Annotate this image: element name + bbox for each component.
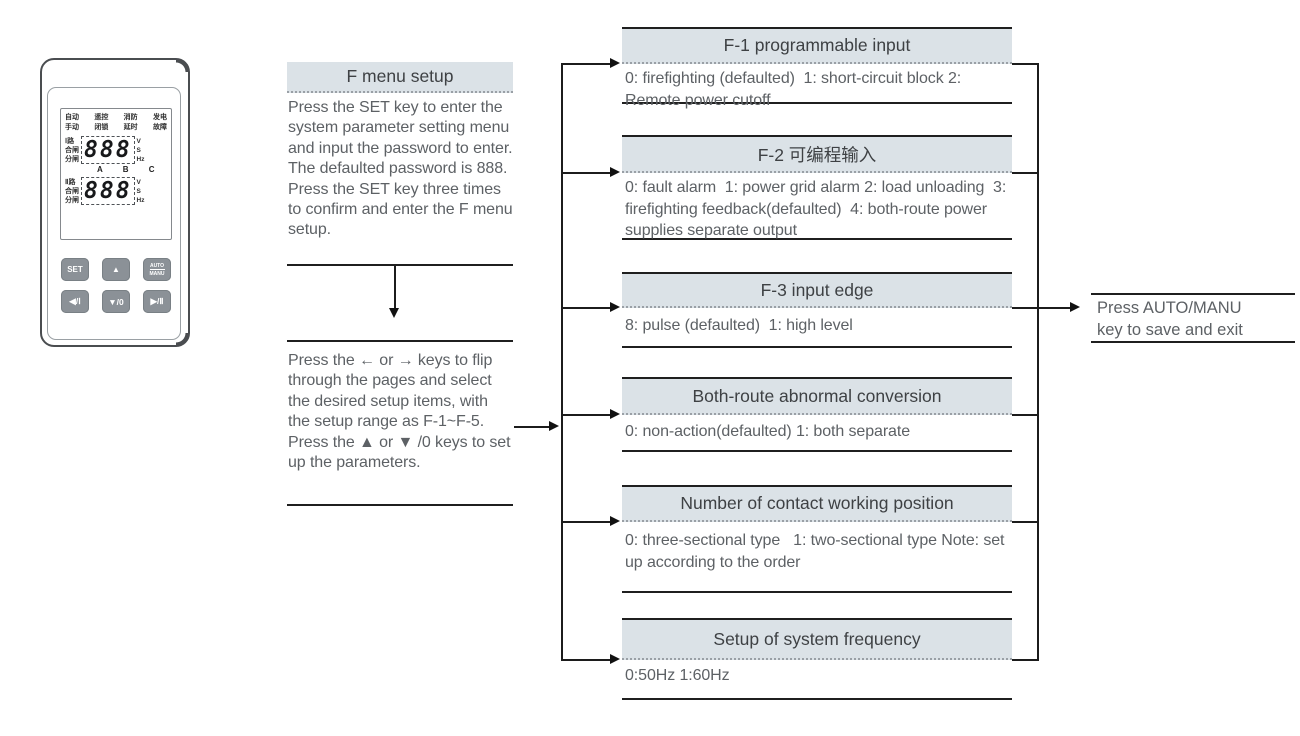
- f2-title: F-2 可编程输入: [622, 137, 1012, 173]
- f2-options: 0: fault alarm 1: power grid alarm 2: lo…: [625, 179, 1011, 239]
- device-keypad: SET ▲ AUTO MANU ◀/Ⅰ ▼/0 ▶/Ⅱ: [61, 258, 171, 313]
- status-auto: 自动: [65, 114, 79, 121]
- branch-arrow-f1: [610, 58, 620, 68]
- page-curl-icon: [176, 333, 189, 346]
- route1-units: V S Hz: [137, 137, 145, 164]
- status-manual: 手动: [65, 124, 79, 131]
- branch-arrow-f2: [610, 167, 620, 177]
- status-fault: 故障: [152, 124, 167, 131]
- lcd-route2-row: Ⅱ路 合闸 分闸 888 V S Hz: [65, 177, 167, 205]
- collector-stub-f6: [1012, 659, 1039, 661]
- save-exit-note: Press AUTO/MANU key to save and exit: [1091, 293, 1295, 343]
- status-lock: 闭锁: [94, 124, 109, 131]
- f1-options: 0: firefighting (defaulted) 1: short-cir…: [625, 70, 966, 109]
- collector-stub-f4: [1012, 414, 1039, 416]
- right-close2-key: ▶/Ⅱ: [143, 290, 171, 313]
- f4-options: 0: non-action(defaulted) 1: both separat…: [625, 423, 910, 440]
- f2-box: F-2 可编程输入 0: fault alarm 1: power grid a…: [622, 135, 1012, 240]
- controller-device: 自动 遥控 消防 发电 手动 闭锁 延时 故障 Ⅰ路 合闸 分闸: [40, 58, 190, 347]
- branch-arrow-f6: [610, 654, 620, 664]
- branch-line-f2: [563, 172, 611, 174]
- left-close1-key: ◀/Ⅰ: [61, 290, 89, 313]
- lcd-route1-row: Ⅰ路 合闸 分闸 888 V S Hz: [65, 136, 167, 164]
- collector-stub-f2: [1012, 172, 1039, 174]
- lcd-display: 自动 遥控 消防 发电 手动 闭锁 延时 故障 Ⅰ路 合闸 分闸: [60, 108, 172, 240]
- route2-units: V S Hz: [137, 178, 145, 205]
- device-panel: 自动 遥控 消防 发电 手动 闭锁 延时 故障 Ⅰ路 合闸 分闸: [47, 87, 181, 340]
- down-open-key: ▼/0: [102, 290, 130, 313]
- auto-manu-key: AUTO MANU: [143, 258, 171, 281]
- lcd-status-row-2: 手动 闭锁 延时 故障: [65, 123, 167, 133]
- f5-box: Number of contact working position 0: th…: [622, 485, 1012, 593]
- save-exit-line2: key to save and exit: [1097, 321, 1243, 339]
- branch-line-f3: [563, 307, 611, 309]
- route1-label: Ⅰ路: [65, 137, 75, 145]
- save-exit-line1: Press AUTO/MANU: [1097, 299, 1242, 317]
- branch-line-f6: [563, 659, 611, 661]
- right-collector-trunk: [1037, 63, 1039, 661]
- branch-arrow-f4: [610, 409, 620, 419]
- branch-line-f5: [563, 521, 611, 523]
- unit-hz: Hz: [136, 196, 145, 204]
- save-arrow-line: [1039, 307, 1072, 309]
- f5-options: 0: three-sectional type 1: two-sectional…: [625, 532, 1009, 571]
- unit-v: V: [136, 137, 141, 145]
- route1-close-label: 合闸: [65, 146, 79, 154]
- route2-digits: 888: [84, 178, 132, 204]
- branch-arrow-f3: [610, 302, 620, 312]
- unit-v: V: [136, 178, 141, 186]
- up-key: ▲: [102, 258, 130, 281]
- status-remote: 遥控: [94, 114, 109, 121]
- f-menu-setup-text: Press the SET key to enter the system pa…: [288, 99, 513, 239]
- status-gen: 发电: [152, 114, 167, 121]
- mid-arrow-head: [549, 421, 559, 431]
- route2-close-label: 合闸: [65, 187, 79, 195]
- unit-s: S: [136, 146, 141, 154]
- branch-arrow-f5: [610, 516, 620, 526]
- route1-open-label: 分闸: [65, 155, 79, 163]
- page-curl-icon: [176, 59, 189, 72]
- f3-title: F-3 input edge: [622, 274, 1012, 308]
- collector-stub-f5: [1012, 521, 1039, 523]
- page-flip-text: Press the ← or → keys to flip through th…: [288, 352, 511, 472]
- f6-title: Setup of system frequency: [622, 620, 1012, 660]
- unit-hz: Hz: [136, 155, 145, 163]
- route2-digit-window: 888: [81, 177, 135, 205]
- f3-box: F-3 input edge 8: pulse (defaulted) 1: h…: [622, 272, 1012, 348]
- collector-stub-f1: [1012, 63, 1039, 65]
- down-arrow-head: [389, 308, 399, 318]
- route2-labels: Ⅱ路 合闸 分闸: [65, 178, 80, 205]
- route2-open-label: 分闸: [65, 196, 79, 204]
- f1-title: F-1 programmable input: [622, 29, 1012, 64]
- f-menu-setup-title: F menu setup: [287, 62, 513, 93]
- f4-box: Both-route abnormal conversion 0: non-ac…: [622, 377, 1012, 452]
- f-menu-setup-block: F menu setup Press the SET key to enter …: [287, 62, 513, 266]
- route1-digits: 888: [84, 137, 132, 163]
- collector-stub-f3: [1012, 307, 1039, 309]
- phase-labels: A B C: [97, 165, 164, 174]
- save-arrow-head: [1070, 302, 1080, 312]
- set-key: SET: [61, 258, 89, 281]
- down-arrow-line: [394, 266, 396, 309]
- status-fire: 消防: [123, 114, 138, 121]
- mid-arrow-line: [514, 426, 551, 428]
- lcd-status-row-1: 自动 遥控 消防 发电: [65, 113, 167, 123]
- route2-label: Ⅱ路: [65, 178, 76, 186]
- f3-options: 8: pulse (defaulted) 1: high level: [625, 317, 853, 334]
- branch-line-f1: [563, 63, 611, 65]
- route1-labels: Ⅰ路 合闸 分闸: [65, 137, 80, 164]
- left-branch-trunk: [561, 63, 563, 661]
- manu-label: MANU: [149, 268, 165, 277]
- page-flip-block: Press the ← or → keys to flip through th…: [287, 340, 513, 506]
- f5-title: Number of contact working position: [622, 487, 1012, 522]
- f6-box: Setup of system frequency 0:50Hz 1:60Hz: [622, 618, 1012, 700]
- unit-s: S: [136, 187, 141, 195]
- route1-digit-window: 888: [81, 136, 135, 164]
- f4-title: Both-route abnormal conversion: [622, 379, 1012, 415]
- auto-label: AUTO: [149, 262, 165, 269]
- f6-options: 0:50Hz 1:60Hz: [625, 667, 730, 684]
- branch-line-f4: [563, 414, 611, 416]
- f1-box: F-1 programmable input 0: firefighting (…: [622, 27, 1012, 109]
- status-delay: 延时: [123, 124, 138, 131]
